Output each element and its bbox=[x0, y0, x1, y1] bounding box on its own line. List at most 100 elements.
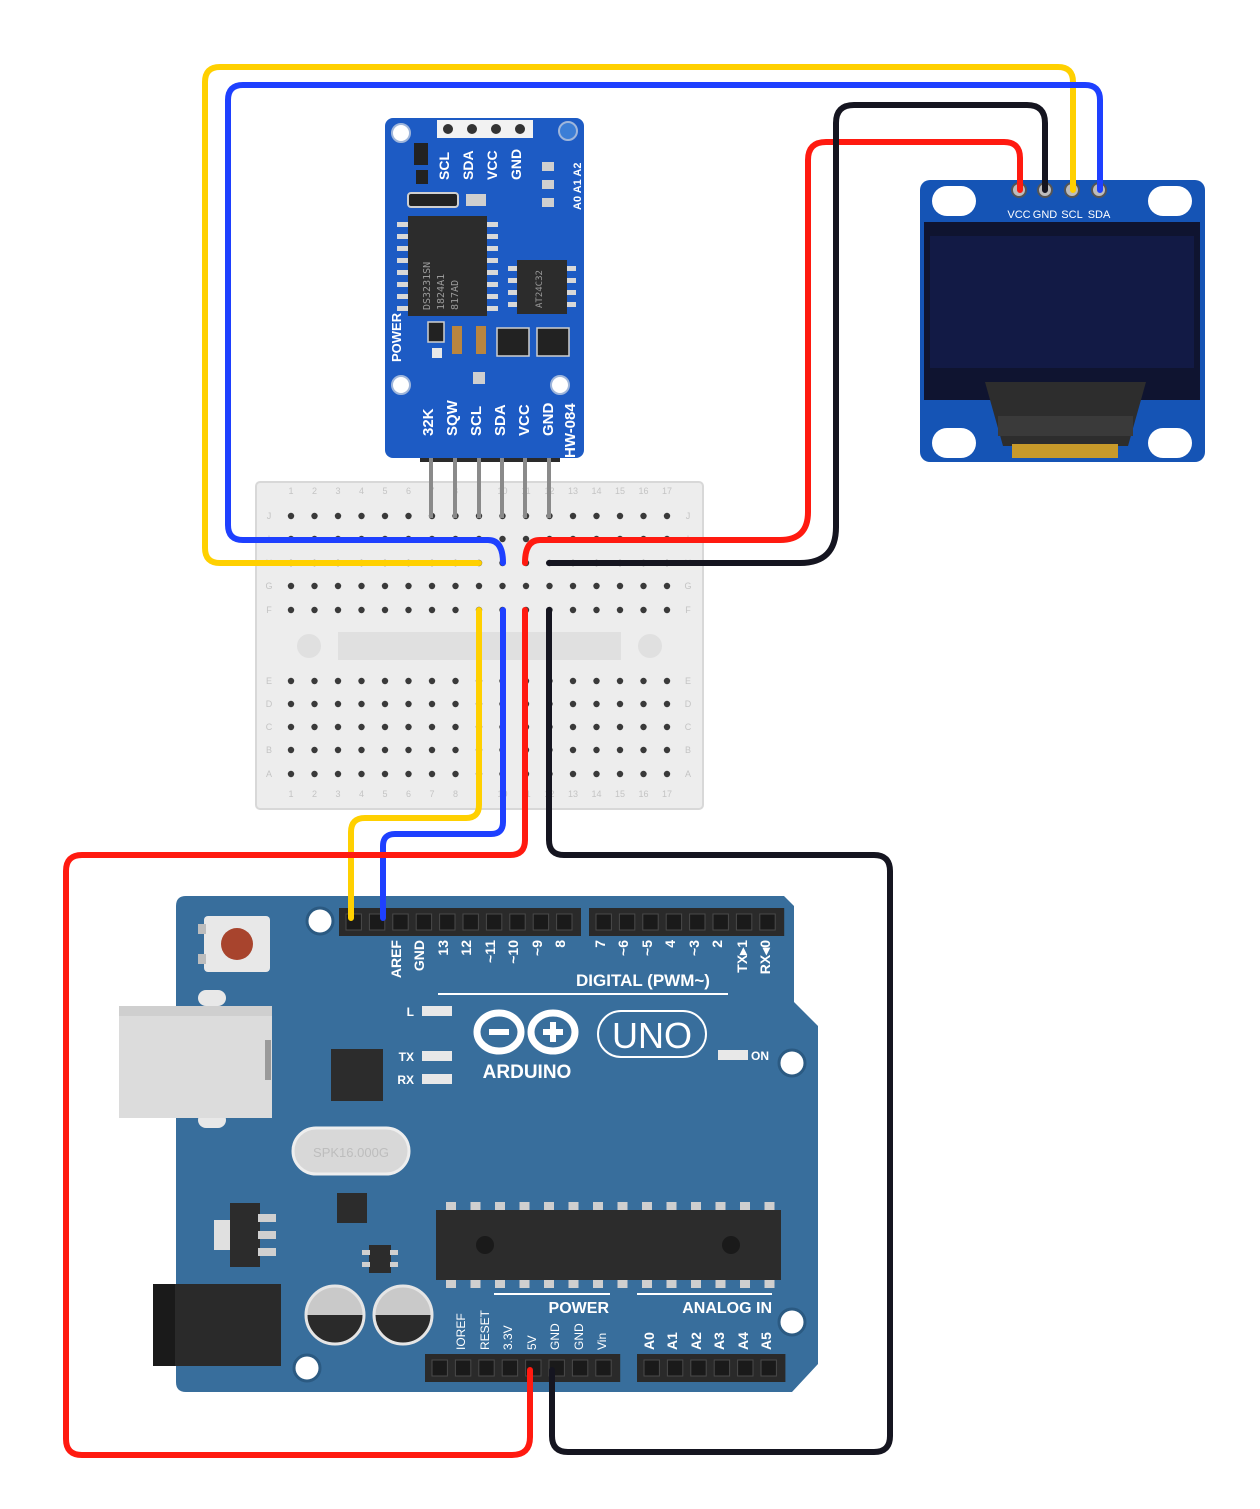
header-socket[interactable] bbox=[666, 1359, 684, 1377]
breadboard-hole[interactable] bbox=[381, 723, 389, 731]
header-socket[interactable] bbox=[501, 1359, 519, 1377]
header-socket[interactable] bbox=[439, 913, 456, 931]
breadboard-hole[interactable] bbox=[616, 700, 624, 708]
breadboard-hole[interactable] bbox=[428, 700, 436, 708]
breadboard-hole[interactable] bbox=[358, 512, 365, 520]
breadboard-hole[interactable] bbox=[452, 677, 459, 685]
breadboard-hole[interactable] bbox=[569, 723, 577, 731]
breadboard-hole[interactable] bbox=[428, 677, 436, 685]
header-socket[interactable] bbox=[735, 913, 753, 931]
breadboard-hole[interactable] bbox=[546, 582, 553, 590]
breadboard-hole[interactable] bbox=[381, 512, 389, 520]
breadboard-hole[interactable] bbox=[593, 746, 600, 754]
header-socket[interactable] bbox=[509, 913, 526, 931]
breadboard-hole[interactable] bbox=[311, 746, 318, 754]
header-socket[interactable] bbox=[759, 913, 776, 931]
breadboard-hole[interactable] bbox=[569, 606, 577, 614]
breadboard-hole[interactable] bbox=[334, 606, 342, 614]
breadboard-hole[interactable] bbox=[640, 723, 647, 731]
breadboard-hole[interactable] bbox=[640, 582, 647, 590]
breadboard-hole[interactable] bbox=[593, 677, 600, 685]
breadboard-hole[interactable] bbox=[334, 723, 342, 731]
header-socket[interactable] bbox=[532, 913, 550, 931]
breadboard-hole[interactable] bbox=[593, 700, 600, 708]
header-socket[interactable] bbox=[462, 913, 479, 931]
power-analog-header[interactable] bbox=[425, 1354, 786, 1382]
breadboard-hole[interactable] bbox=[381, 746, 389, 754]
breadboard-hole[interactable] bbox=[405, 770, 412, 778]
header-socket[interactable] bbox=[595, 913, 612, 931]
breadboard-hole[interactable] bbox=[358, 770, 365, 778]
breadboard-hole[interactable] bbox=[499, 535, 506, 543]
breadboard-hole[interactable] bbox=[522, 582, 530, 590]
breadboard-hole[interactable] bbox=[287, 746, 295, 754]
breadboard-hole[interactable] bbox=[569, 677, 577, 685]
header-socket[interactable] bbox=[643, 1359, 660, 1377]
breadboard-hole[interactable] bbox=[381, 677, 389, 685]
breadboard-hole[interactable] bbox=[569, 770, 577, 778]
breadboard-hole[interactable] bbox=[593, 606, 600, 614]
breadboard-hole[interactable] bbox=[287, 512, 295, 520]
breadboard-hole[interactable] bbox=[381, 582, 389, 590]
breadboard-hole[interactable] bbox=[334, 746, 342, 754]
breadboard-hole[interactable] bbox=[405, 746, 412, 754]
breadboard-hole[interactable] bbox=[640, 770, 647, 778]
breadboard-hole[interactable] bbox=[593, 723, 600, 731]
breadboard-hole[interactable] bbox=[663, 677, 671, 685]
breadboard-hole[interactable] bbox=[287, 677, 295, 685]
breadboard-hole[interactable] bbox=[616, 582, 624, 590]
breadboard-hole[interactable] bbox=[381, 770, 389, 778]
breadboard-hole[interactable] bbox=[405, 677, 412, 685]
breadboard-hole[interactable] bbox=[358, 723, 365, 731]
breadboard-hole[interactable] bbox=[358, 677, 365, 685]
breadboard-hole[interactable] bbox=[287, 582, 295, 590]
breadboard-hole[interactable] bbox=[358, 700, 365, 708]
header-socket[interactable] bbox=[712, 913, 729, 931]
breadboard-hole[interactable] bbox=[640, 606, 647, 614]
breadboard-hole[interactable] bbox=[663, 606, 671, 614]
breadboard-hole[interactable] bbox=[640, 677, 647, 685]
breadboard-hole[interactable] bbox=[287, 723, 295, 731]
breadboard-hole[interactable] bbox=[334, 582, 342, 590]
header-socket[interactable] bbox=[690, 1359, 707, 1377]
breadboard-hole[interactable] bbox=[311, 582, 318, 590]
breadboard-hole[interactable] bbox=[593, 582, 600, 590]
breadboard-hole[interactable] bbox=[358, 746, 365, 754]
breadboard-hole[interactable] bbox=[287, 700, 295, 708]
breadboard-hole[interactable] bbox=[428, 723, 436, 731]
breadboard-hole[interactable] bbox=[569, 582, 577, 590]
breadboard-hole[interactable] bbox=[405, 700, 412, 708]
breadboard-hole[interactable] bbox=[452, 606, 459, 614]
breadboard-hole[interactable] bbox=[405, 606, 412, 614]
breadboard-hole[interactable] bbox=[381, 606, 389, 614]
header-socket[interactable] bbox=[665, 913, 683, 931]
header-socket[interactable] bbox=[737, 1359, 754, 1377]
breadboard-hole[interactable] bbox=[334, 700, 342, 708]
breadboard-hole[interactable] bbox=[381, 700, 389, 708]
breadboard-hole[interactable] bbox=[569, 746, 577, 754]
breadboard-hole[interactable] bbox=[428, 606, 436, 614]
breadboard-hole[interactable] bbox=[569, 512, 577, 520]
breadboard-hole[interactable] bbox=[593, 770, 600, 778]
breadboard-hole[interactable] bbox=[593, 512, 600, 520]
breadboard-hole[interactable] bbox=[287, 606, 295, 614]
breadboard-hole[interactable] bbox=[405, 512, 412, 520]
breadboard-hole[interactable] bbox=[663, 746, 671, 754]
breadboard-hole[interactable] bbox=[311, 723, 318, 731]
breadboard-hole[interactable] bbox=[616, 770, 624, 778]
breadboard-hole[interactable] bbox=[311, 700, 318, 708]
breadboard-hole[interactable] bbox=[405, 723, 412, 731]
breadboard-hole[interactable] bbox=[640, 512, 647, 520]
header-socket[interactable] bbox=[642, 913, 659, 931]
digital-header[interactable] bbox=[339, 908, 785, 936]
breadboard-hole[interactable] bbox=[311, 770, 318, 778]
breadboard-hole[interactable] bbox=[334, 512, 342, 520]
breadboard-hole[interactable] bbox=[640, 700, 647, 708]
breadboard-hole[interactable] bbox=[452, 582, 459, 590]
breadboard-hole[interactable] bbox=[358, 582, 365, 590]
breadboard-hole[interactable] bbox=[334, 677, 342, 685]
header-socket[interactable] bbox=[571, 1359, 589, 1377]
breadboard-hole[interactable] bbox=[334, 770, 342, 778]
header-socket[interactable] bbox=[760, 1359, 777, 1377]
usb-port[interactable] bbox=[119, 1006, 272, 1118]
